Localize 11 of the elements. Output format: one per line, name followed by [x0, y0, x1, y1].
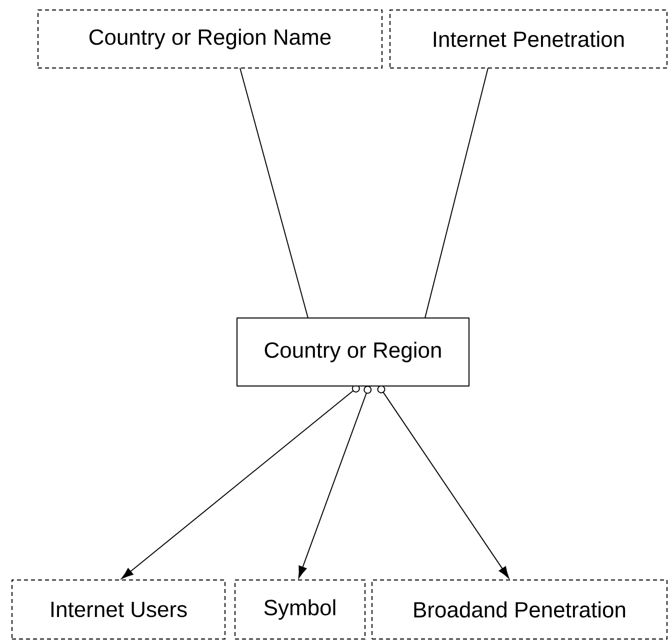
entity-box: Internet Users: [12, 580, 226, 640]
connector: [240, 68, 308, 318]
entity-box: Broadand Penetration: [372, 580, 668, 640]
entity-box: Internet Penetration: [390, 10, 668, 68]
connector: [377, 385, 510, 579]
connector: [298, 386, 372, 578]
entity-box: Symbol: [234, 580, 366, 640]
connector: [121, 384, 360, 579]
entity-box: Country or Region Name: [38, 10, 382, 68]
connector: [424, 68, 488, 318]
entity-box: Country or Region: [236, 318, 470, 386]
